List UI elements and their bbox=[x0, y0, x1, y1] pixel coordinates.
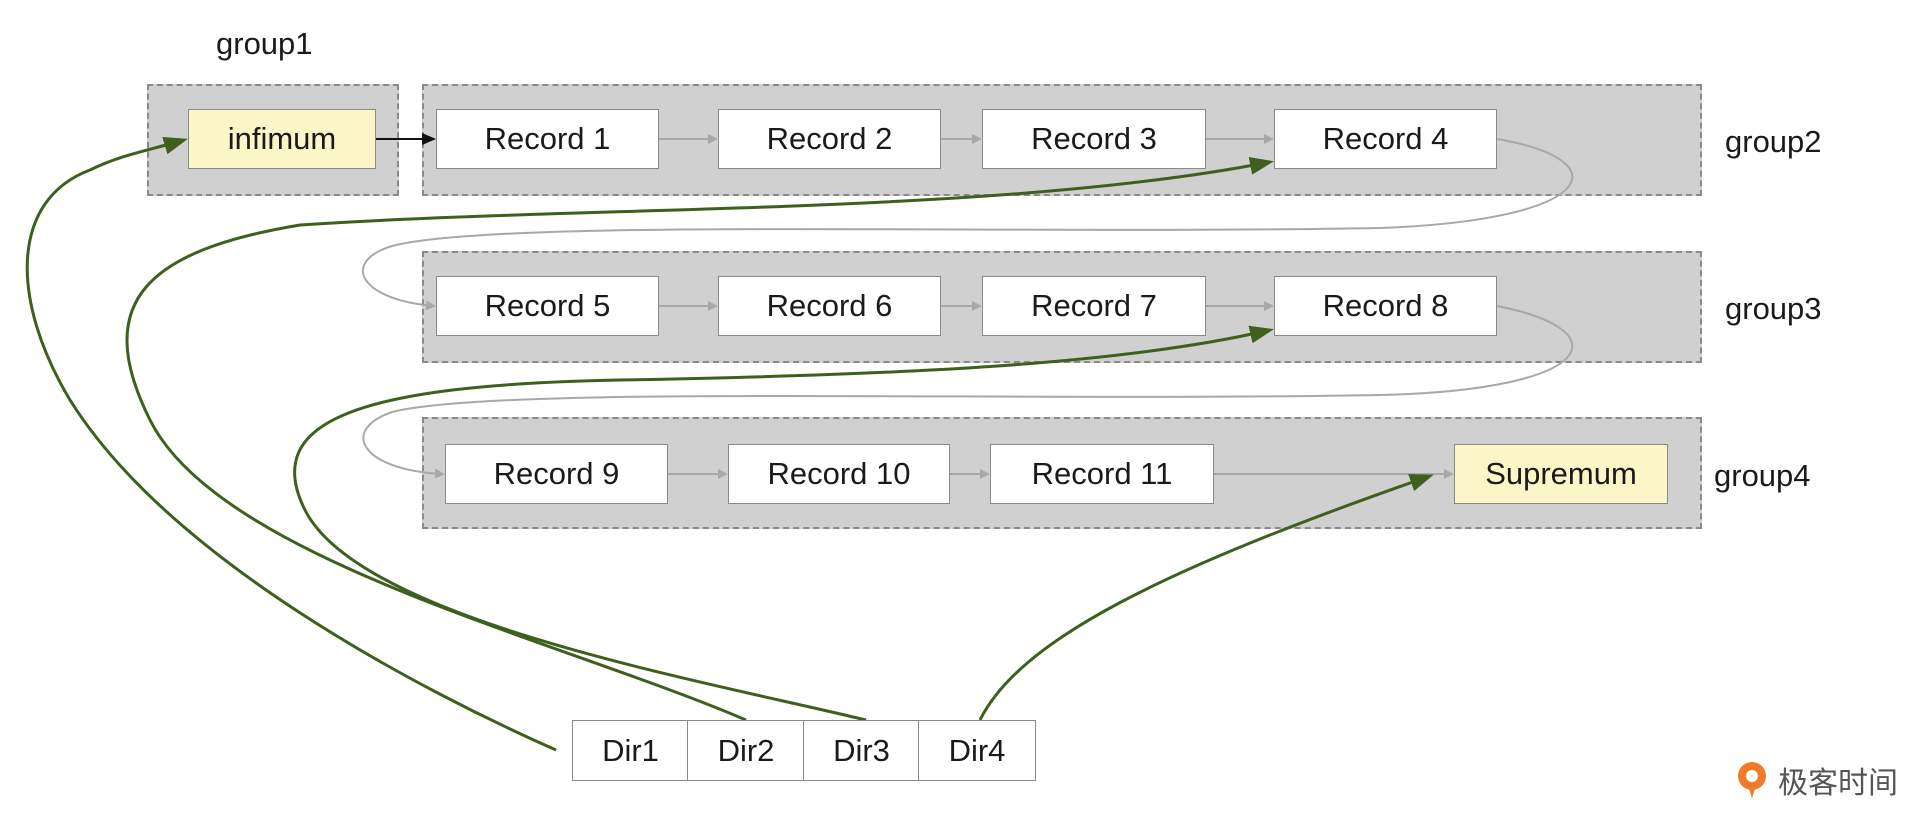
record-3: Record 3 bbox=[982, 109, 1206, 169]
slot-arrow-dir3-record8 bbox=[293, 325, 1274, 722]
watermark: 极客时间 bbox=[1734, 758, 1898, 802]
record-8: Record 8 bbox=[1274, 276, 1497, 336]
group2-label: group2 bbox=[1725, 124, 1822, 159]
dir-slot-3: Dir3 bbox=[803, 720, 920, 781]
geektime-logo-icon bbox=[1738, 762, 1766, 798]
record-7: Record 7 bbox=[982, 276, 1206, 336]
group3-label: group3 bbox=[1725, 291, 1822, 326]
record-4: Record 4 bbox=[1274, 109, 1497, 169]
arrow-record8-record9 bbox=[362, 305, 1574, 479]
dir-slot-1: Dir1 bbox=[572, 720, 689, 781]
watermark-text: 极客时间 bbox=[1778, 766, 1898, 801]
group1-label: group1 bbox=[216, 26, 313, 61]
slot-arrow-dir4-supremum bbox=[978, 474, 1434, 721]
slot-arrow-dir1-infimum bbox=[25, 137, 557, 752]
record-5: Record 5 bbox=[436, 276, 659, 336]
dir-slot-2: Dir2 bbox=[687, 720, 805, 781]
record-1: Record 1 bbox=[436, 109, 659, 169]
record-6: Record 6 bbox=[718, 276, 941, 336]
supremum-record: Supremum bbox=[1454, 444, 1668, 504]
slot-arrow-dir2-record4 bbox=[125, 157, 1274, 722]
record-9: Record 9 bbox=[445, 444, 668, 504]
record-2: Record 2 bbox=[718, 109, 941, 169]
arrow-record4-record5 bbox=[362, 138, 1574, 311]
record-11: Record 11 bbox=[990, 444, 1214, 504]
group4-label: group4 bbox=[1714, 458, 1811, 493]
dir-slot-4: Dir4 bbox=[918, 720, 1036, 781]
record-10: Record 10 bbox=[728, 444, 950, 504]
infimum-record: infimum bbox=[188, 109, 376, 169]
